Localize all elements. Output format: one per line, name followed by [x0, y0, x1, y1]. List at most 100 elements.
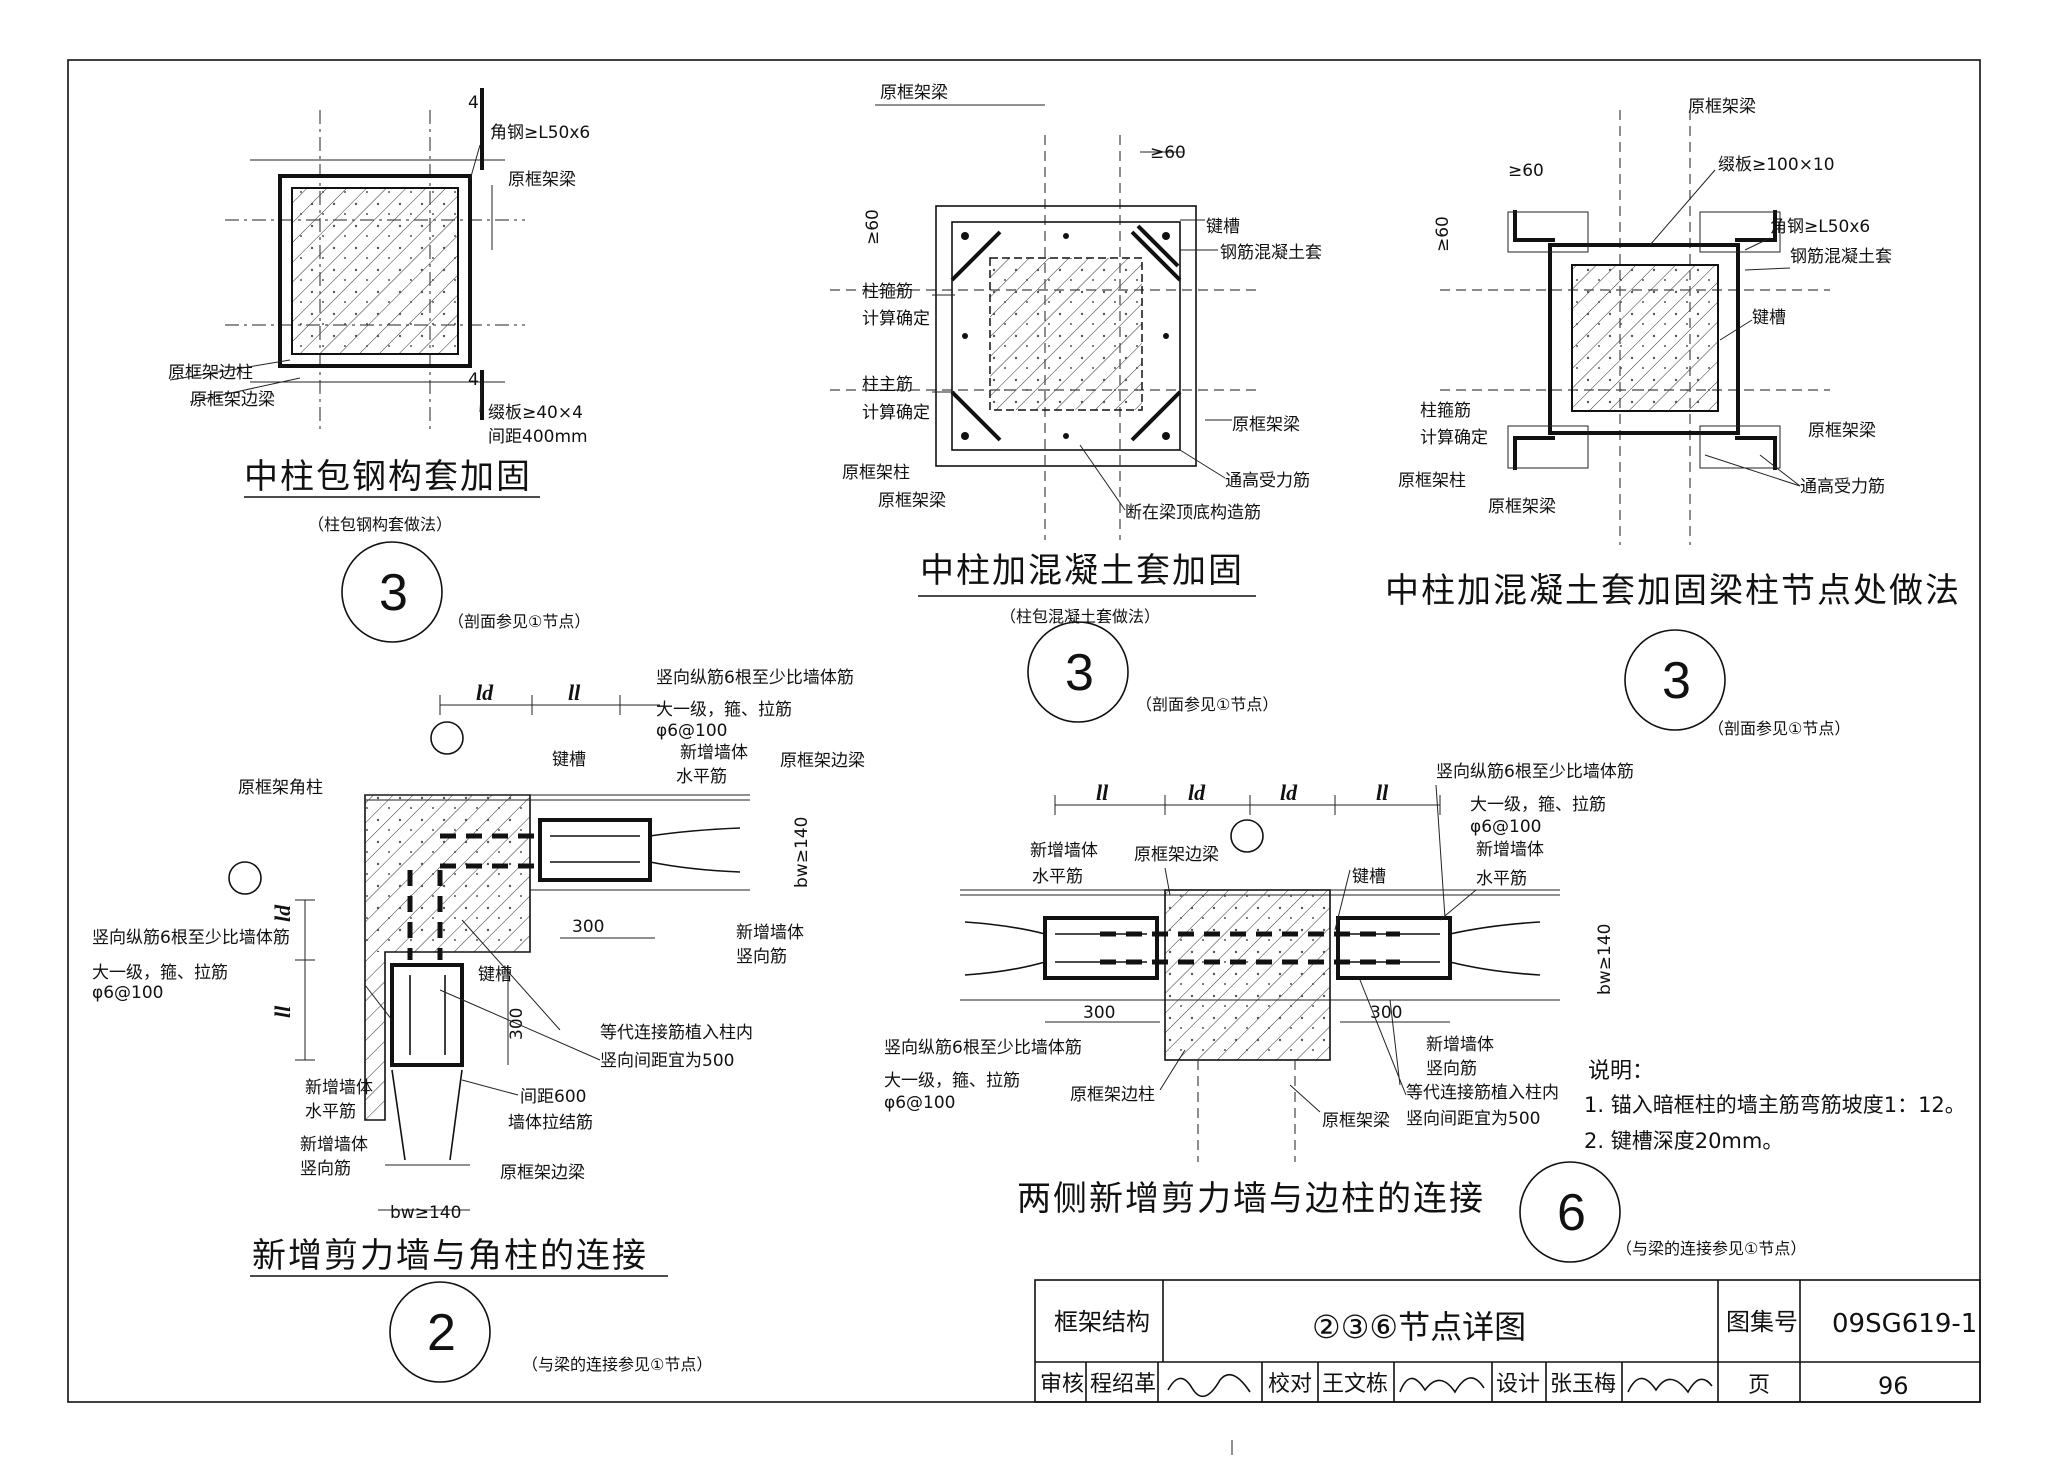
dim-ll: ll	[1376, 780, 1389, 805]
label-batten: 缀板≥40×4	[488, 403, 583, 423]
detail-number: 3	[379, 564, 408, 622]
label-key-slot: 键槽	[552, 750, 586, 770]
label-vert-bar-3: φ6@100	[92, 983, 163, 1003]
label-vert-bar: 竖向纵筋6根至少比墙体筋	[656, 668, 854, 688]
detail-ref: （剖面参见①节点）	[1136, 695, 1278, 714]
label-main-bar: 柱主筋	[862, 375, 913, 395]
label-new-wall: 新增墙体	[1476, 840, 1544, 860]
label-beam-right: 原框架梁	[1808, 421, 1876, 441]
label-new-wall-vert: 竖向筋	[1426, 1059, 1477, 1079]
label-vert-bar-2: 大一级，箍、拉筋	[656, 700, 792, 720]
signature-reviewer	[1167, 1373, 1251, 1398]
label-rc-jacket: 钢筋混凝土套	[1790, 247, 1892, 267]
label-edge-beam: 原框架边梁	[780, 751, 865, 771]
section-mark: 4	[468, 93, 479, 113]
dim-ld: ld	[1188, 780, 1206, 805]
detail-steel-jacket: 4 4 角钢≥L50x6 原框架梁 原框架边柱 原框架边梁 缀板≥40×4 间距…	[168, 88, 590, 643]
detail-number: 6	[1557, 1184, 1586, 1242]
label-vert-bar-3: φ6@100	[884, 1093, 955, 1113]
label-key-slot: 键槽	[1206, 217, 1240, 237]
detail-number: 3	[1065, 644, 1094, 702]
label-edge-column: 原框架边柱	[1070, 1085, 1155, 1105]
detail-number-circle	[1519, 1161, 1621, 1263]
detail-number: 3	[1662, 652, 1691, 710]
detail-number-circle	[1027, 621, 1129, 723]
label-new-wall-horiz: 水平筋	[676, 767, 727, 787]
label-equiv-bar: 等代连接筋植入柱内	[600, 1023, 753, 1043]
detail-corner-column: ld ll ld ll 竖向纵筋6根至少比墙体筋 大一级，箍、拉筋 φ6@100…	[92, 668, 865, 1383]
dim-ll: ll	[1096, 780, 1109, 805]
signature-designer	[1627, 1377, 1713, 1394]
label-detail-bar: 断在梁顶底构造筋	[1125, 503, 1261, 523]
sheet-border	[67, 59, 1981, 1403]
label-beam: 原框架梁	[880, 83, 948, 103]
detail-title: 新增剪力墙与角柱的连接	[252, 1236, 648, 1276]
detail-subtitle: （柱包钢构套做法）	[308, 515, 452, 534]
detail-ref: （剖面参见①节点）	[1708, 719, 1850, 738]
dim-ge60: ≥60	[1433, 216, 1453, 252]
label-key-slot: 键槽	[1352, 867, 1386, 887]
dim-ll: ll	[270, 1005, 295, 1018]
label-angle-steel: 角钢≥L50x6	[1770, 217, 1870, 237]
label-new-wall-vert: 竖向筋	[300, 1159, 351, 1179]
label-vert-bar-2: 大一级，箍、拉筋	[1470, 795, 1606, 815]
label-main-bar-calc: 计算确定	[862, 403, 930, 423]
label-stirrup-calc: 计算确定	[862, 309, 930, 329]
label-new-wall: 新增墙体	[736, 923, 804, 943]
label-new-wall-horiz: 水平筋	[1032, 867, 1083, 887]
label-beam: 原框架梁	[1688, 97, 1756, 117]
label-new-wall-horiz: 水平筋	[1476, 869, 1527, 889]
label-key-slot: 键槽	[1752, 308, 1786, 328]
detail-joint: 原框架梁 缀板≥100×10 ≥60 ≥60 角钢≥L50x6 钢筋混凝土套 键…	[1385, 97, 1961, 738]
label-new-wall: 新增墙体	[305, 1078, 373, 1098]
notes-heading: 说明：	[1588, 1059, 1654, 1084]
label-new-wall: 新增墙体	[300, 1135, 368, 1155]
label-edge-beam: 原框架边梁	[500, 1163, 585, 1183]
label-spacing: 间距400mm	[488, 427, 588, 447]
label-angle-steel: 角钢≥L50x6	[490, 123, 590, 143]
notes: 说明： 1. 锚入暗框柱的墙主筋弯筋坡度1：12。 2. 键槽深度20mm。	[1584, 1059, 1966, 1153]
detail-subtitle: （柱包混凝土套做法）	[1000, 607, 1160, 626]
detail-title: 中柱加混凝土套加固梁柱节点处做法	[1385, 571, 1961, 611]
label-tie-bar: 墙体拉结筋	[508, 1113, 593, 1133]
label-vert-bar: 竖向纵筋6根至少比墙体筋	[884, 1038, 1082, 1058]
label-vert-bar-2: 大一级，箍、拉筋	[884, 1071, 1020, 1091]
detail-ref: （剖面参见①节点）	[448, 612, 590, 631]
label-rc-jacket: 钢筋混凝土套	[1220, 243, 1322, 263]
label-edge-column: 原框架边柱	[168, 363, 253, 383]
dim-ld: ld	[270, 904, 295, 922]
dim-ld: ld	[1280, 780, 1298, 805]
detail-number-circle	[341, 541, 443, 643]
dim-300: 300	[1370, 1003, 1402, 1023]
dim-bw: bw≥140	[390, 1203, 461, 1223]
tb-atlas-no: 09SG619-1	[1832, 1309, 1977, 1339]
detail-number-circle	[1624, 629, 1726, 731]
detail-ref: （与梁的连接参见①节点）	[1616, 1239, 1806, 1258]
label-stirrup: 柱箍筋	[1420, 401, 1471, 421]
tb-check-label: 校对	[1268, 1372, 1312, 1397]
label-new-wall-horiz: 水平筋	[305, 1102, 356, 1122]
tb-design-label: 设计	[1496, 1372, 1540, 1397]
label-stirrup: 柱箍筋	[862, 282, 913, 302]
dim-ge60: ≥60	[1150, 143, 1186, 163]
label-beam: 原框架梁	[508, 170, 576, 190]
label-column: 原框架柱	[842, 463, 910, 483]
label-column: 原框架柱	[1398, 471, 1466, 491]
label-through-bar: 通高受力筋	[1225, 471, 1310, 491]
label-beam-left: 原框架梁	[878, 491, 946, 511]
section-mark: 4	[468, 370, 479, 390]
label-spacing-600: 间距600	[520, 1087, 586, 1107]
label-corner-column: 原框架角柱	[238, 778, 323, 798]
label-key-slot: 键槽	[478, 965, 512, 985]
tb-designer: 张玉梅	[1550, 1372, 1616, 1397]
dim-ll: ll	[568, 680, 581, 705]
label-beam-bottom: 原框架梁	[1488, 497, 1556, 517]
label-beam-bottom: 原框架梁	[1322, 1111, 1390, 1131]
label-beam-right: 原框架梁	[1232, 415, 1300, 435]
label-edge-beam: 原框架边梁	[1134, 845, 1219, 865]
note-item: 2. 键槽深度20mm。	[1584, 1129, 1783, 1153]
tb-review-label: 审核	[1040, 1372, 1084, 1397]
detail-number-circle	[389, 1281, 491, 1383]
note-item: 1. 锚入暗框柱的墙主筋弯筋坡度1：12。	[1584, 1093, 1966, 1117]
